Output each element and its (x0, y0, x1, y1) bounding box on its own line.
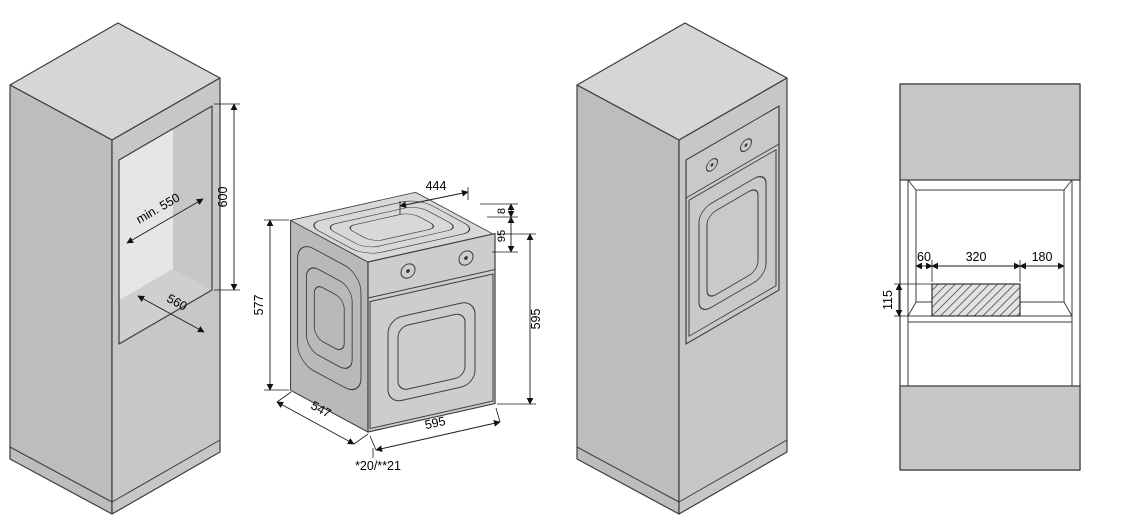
dim-overhang-label: 8 (496, 208, 508, 214)
installed-oven-front (685, 105, 780, 345)
oven-top-recess-outer (313, 200, 471, 254)
dim-niche-height-label: 600 (216, 187, 230, 208)
dim-top-width: 444 (399, 179, 469, 214)
dim-body-height-label: 577 (252, 295, 266, 316)
plinth2-line-side (576, 446, 680, 503)
installed-knob-left (706, 157, 718, 172)
dim-front-height-label: 595 (529, 309, 543, 330)
dim-front-width-label: 595 (423, 414, 446, 432)
front-view-top-panel (899, 83, 1081, 181)
oven-knob-right-dot (464, 256, 468, 260)
dim-front-width: 595 (369, 407, 501, 452)
note-label: *20/**21 (355, 459, 401, 473)
installed-knob-left-dot (710, 163, 714, 167)
oven-side-emboss-outer (297, 246, 362, 391)
installed-knob-right (740, 138, 752, 153)
niche-front-view-diagram: 60 320 180 115 (881, 83, 1081, 471)
oven-note: *20/**21 (355, 448, 401, 473)
niche-corner-tl (907, 179, 917, 191)
cabinet2-side-face (576, 84, 680, 515)
dim-cutout-width-label: 320 (966, 250, 987, 264)
dim-cutout-height-label: 115 (881, 290, 895, 310)
dim-vent-horizontal: 60 320 180 (915, 250, 1065, 282)
plinth-line-side (9, 446, 113, 503)
dim-panel-height-label: 95 (496, 230, 508, 242)
oven-front (367, 232, 496, 433)
oven-knob-right (458, 250, 474, 266)
oven-door-window (387, 302, 476, 402)
cabinet-installed-diagram (576, 22, 788, 515)
oven-diagram: 444 8 95 595 577 (252, 179, 543, 473)
cabinet-side-face (9, 84, 113, 515)
niche-frame (118, 105, 213, 345)
dim-overhang-panel: 8 95 (480, 203, 518, 253)
vent-cutout-hatch (931, 283, 1021, 317)
control-panel-line (368, 269, 495, 299)
installed-control-panel-line (686, 143, 779, 199)
oven-knob-left (400, 263, 416, 279)
oven-side-emboss-center (313, 286, 345, 351)
plinth-line-front (111, 439, 221, 503)
oven-side-emboss-inner (305, 267, 353, 369)
niche-corner-tr (1063, 179, 1073, 191)
oven-top-recess-inner (329, 207, 454, 248)
installed-oven-door (688, 148, 777, 338)
oven-top-recess-center (349, 213, 435, 241)
dim-niche-height: 600 (214, 103, 240, 291)
oven-knob-left-dot (406, 269, 410, 273)
dim-offset-right-label: 180 (1032, 250, 1053, 264)
installed-knob-right-dot (744, 143, 748, 147)
installed-door-window (698, 176, 767, 310)
oven-door-window-inner (397, 313, 466, 390)
dim-body-height: 577 (252, 219, 289, 391)
dim-front-height: 595 (497, 233, 543, 405)
plinth2-line-front (678, 439, 788, 503)
oven-door (369, 273, 494, 430)
dim-offset-left-label: 60 (917, 250, 931, 264)
dim-top-width-label: 444 (426, 179, 447, 193)
cabinet-empty-diagram: min. 550 560 600 (9, 22, 240, 515)
installed-oven-fascia (685, 105, 780, 345)
front-view-bottom-panel (899, 385, 1081, 471)
dim-vent-height: 115 (881, 283, 932, 317)
installed-door-window-inner (706, 189, 759, 297)
